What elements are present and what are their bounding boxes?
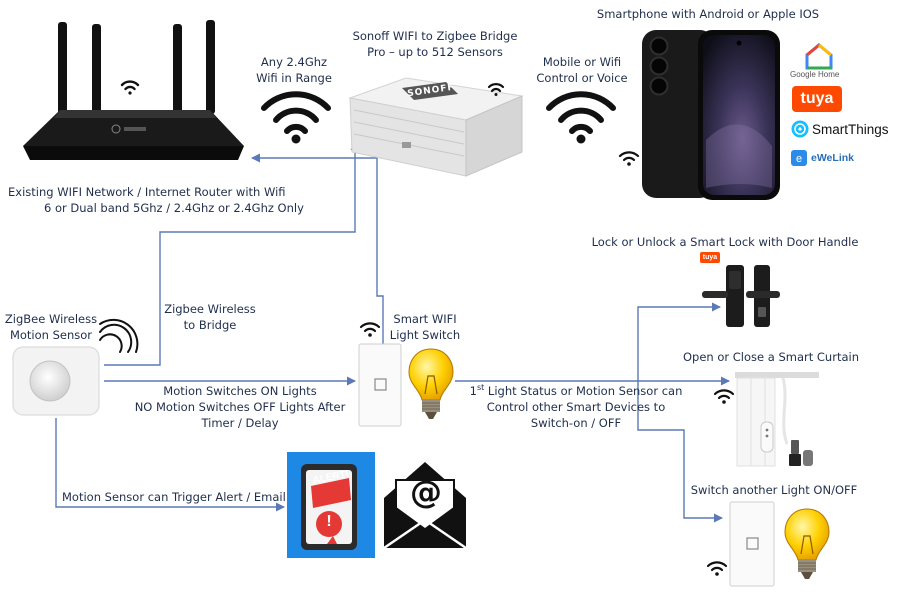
smartphone: [642, 30, 780, 200]
wifi-range-label: Any 2.4Ghz Wifi in Range: [256, 55, 332, 85]
motion-sensor-label: ZigBee Wireless Motion Sensor: [4, 312, 98, 342]
light-bulb-icon: [408, 348, 454, 419]
smart-lock: [702, 265, 780, 327]
google-home-icon: [805, 43, 833, 70]
ewelink-logo: e eWeLink: [791, 149, 854, 167]
zigbee-bridge: [348, 77, 524, 177]
wifi-signal-icon: [261, 91, 331, 144]
smart-switch-label: Smart WIFI Light Switch: [389, 312, 461, 342]
smart-lock-label: Lock or Unlock a Smart Lock with Door Ha…: [591, 235, 859, 249]
smart-curtain-label: Open or Close a Smart Curtain: [682, 350, 859, 364]
wifi-router: [23, 20, 244, 160]
zigbee-signal-icon: [99, 318, 139, 353]
smartphone-label: Smartphone with Android or Apple IOS: [596, 7, 820, 21]
light-connector: [637, 381, 723, 523]
smartthings-logo: SmartThings: [791, 119, 889, 139]
motion-rules-label: Motion Switches ON Lights NO Motion Swit…: [134, 384, 346, 430]
alert-exclamation: !: [326, 513, 332, 530]
svg-text:e: e: [796, 153, 802, 165]
zigbee-to-bridge-label: Zigbee Wireless to Bridge: [164, 302, 256, 332]
alert-email-label: Motion Sensor can Trigger Alert / Email: [62, 490, 286, 504]
router-label: Existing WIFI Network / Internet Router …: [8, 185, 304, 215]
motion-sensor: [12, 346, 100, 416]
mobile-control-label: Mobile or Wifi Control or Voice: [536, 55, 628, 85]
wifi-icon: [359, 322, 381, 337]
email-at-symbol: @: [410, 473, 442, 511]
alert-notification-icon: [287, 452, 375, 558]
wifi-icon: [618, 151, 640, 166]
second-wall-light-switch: [729, 501, 775, 587]
tuya-icon: tuya: [800, 90, 834, 107]
wall-light-switch: [358, 343, 402, 427]
light-status-label: 1st Light Status or Motion Sensor can Co…: [469, 383, 683, 430]
lock-connector: [637, 302, 721, 381]
another-light-label: Switch another Light ON/OFF: [690, 483, 858, 497]
wifi-icon: [706, 561, 728, 576]
tuya-icon: tuya: [700, 252, 720, 263]
smart-curtain: [735, 372, 819, 467]
light-bulb-icon: [784, 508, 830, 579]
tuya-logo: tuya: [792, 86, 842, 112]
smartthings-icon: [791, 120, 809, 138]
ewelink-icon: e: [791, 150, 807, 166]
google-home-label: Google Home: [790, 70, 840, 79]
email-envelope-icon: [383, 462, 467, 549]
bridge-label: Sonoff WIFI to Zigbee Bridge Pro – up to…: [352, 29, 518, 59]
wifi-signal-icon: [546, 91, 616, 144]
zigbee-to-bridge-connector: [104, 141, 360, 366]
switch-to-router-connector: [251, 153, 384, 345]
wifi-icon: [713, 389, 735, 404]
alert-connector: [55, 418, 285, 512]
